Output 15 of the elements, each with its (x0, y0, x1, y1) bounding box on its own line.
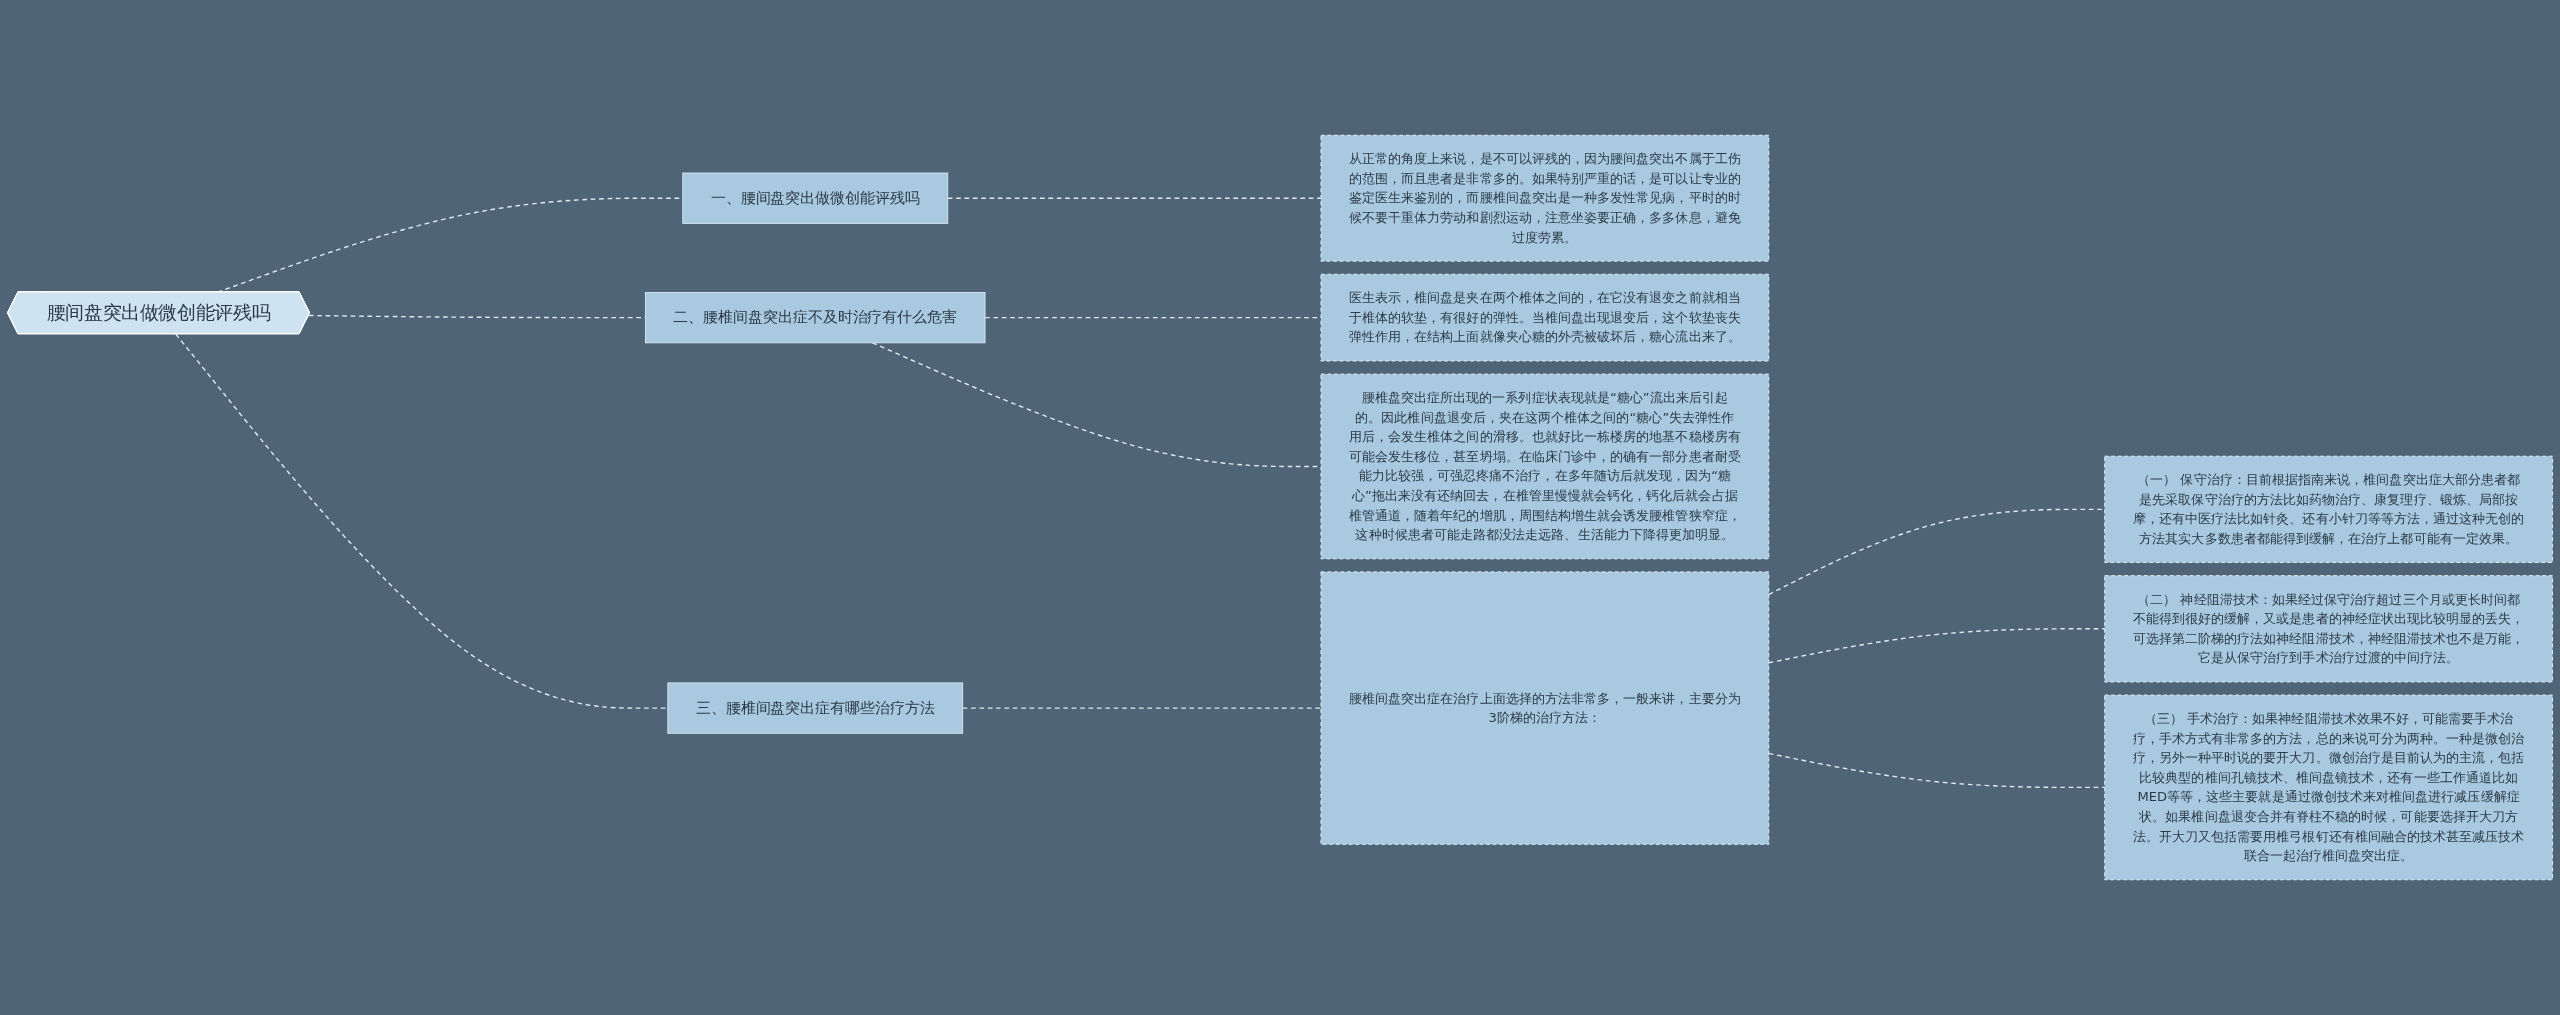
node-box: 腰椎盘突出症所出现的一系列症状表现就是“糖心”流出来后引起的。因此椎间盘退变后，夹在这两个椎体之间的“糖心”失去弹性作用后，会发生椎体之间的滑移。也就好比一栋楼房的地基不稳楼房有可能会发生移位，甚至坍塌。在临床门诊中，的确有一部分患者耐受能力比较强，可强忍疼痛不治疗，在多年随访后就发现，因为“糖心”拖出来没有还纳回去，在椎管里慢慢就会钙化，钙化后就会占据椎管通道，随着年纪的增肌，周围结构增生就会诱发腰椎管狭窄症，这种时候患者可能走路都没法走远路、生活能力下降得更加明显。 (1320, 373, 1770, 560)
connector (961, 707, 1322, 709)
node-box: 一、腰间盘突出做微创能评残吗 (682, 172, 949, 224)
connector (1768, 628, 2106, 664)
node-box: （三） 手术治疗：如果神经阻滞技术效果不好，可能需要手术治疗，手术方式有非常多的方法，总的来说可分为两种。一种是微创治疗，另外一种平时说的要开大刀。微创治疗是目前认为的主流，包括比较典型的椎间孔镜技术、椎间盘镜技术，还有一些工作通道比如MED等等，这些主要就是通过微创技术来对椎间盘进行减压缓解症状。如果椎间盘退变合并有脊柱不稳的时候，可能要选择开大刀方法。开大刀又包括需要用椎弓根钉还有椎间融合的技术甚至减压技术联合一起治疗椎间盘突出症。 (2104, 694, 2553, 881)
node-box: 三、腰椎间盘突出症有哪些治疗方法 (667, 682, 964, 734)
connector (947, 197, 1322, 199)
connector (1768, 752, 2106, 789)
node-box: 二、腰椎间盘突出症不及时治疗有什么危害 (644, 291, 986, 344)
node-box: （二） 神经阻滞技术：如果经过保守治疗超过三个月或更长时间都不能得到很好的缓解，又或是患者的神经症状出现比较明显的丢失，可选择第二阶梯的疗法如神经阻滞技术，神经阻滞技术也不是万能，它是从保守治疗到手术治疗过渡的中间疗法。 (2104, 575, 2553, 683)
node-box: 从正常的角度上来说，是不可以评残的，因为腰间盘突出不属于工伤的范围，而且患者是非常多的。如果特别严重的话，是可以让专业的鉴定医生来鉴别的，而腰椎间盘突出是一种多发性常见病，平时的时候不要干重体力劳动和剧烈运动，注意坐姿要正确，多多休息，避免过度劳累。 (1320, 134, 1770, 262)
node-box: 腰椎间盘突出症在治疗上面选择的方法非常多，一般来讲，主要分为3阶梯的治疗方法： (1320, 571, 1770, 845)
connector (175, 333, 669, 709)
node-box: （一） 保守治疗：目前根据指南来说，椎间盘突出症大部分患者都是先采取保守治疗的方法比如药物治疗、康复理疗、锻炼、局部按摩，还有中医疗法比如针灸、还有小针刀等等方法，通过这种无创的方法其实大多数患者都能得到缓解，在治疗上都可能有一定效果。 (2104, 455, 2553, 563)
node-box: 医生表示，椎间盘是夹在两个椎体之间的，在它没有退变之前就相当于椎体的软垫，有很好的弹性。当椎间盘出现退变后，这个软垫丧失弹性作用，在结构上面就像夹心糖的外壳被破坏后，糖心流出来了。 (1320, 273, 1770, 362)
